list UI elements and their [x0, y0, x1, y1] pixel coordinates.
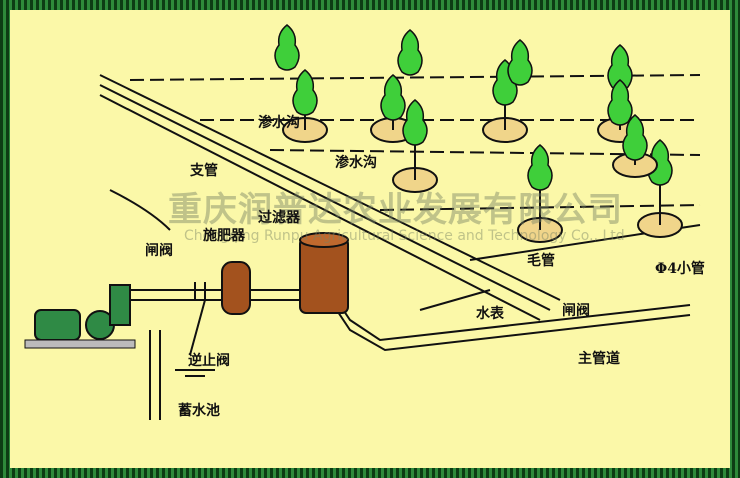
label-seepage-ditch: 渗水沟: [258, 115, 300, 131]
plant-icon: [402, 99, 428, 146]
plant-icon: [397, 29, 423, 76]
pump-icon: [24, 284, 136, 349]
suction-pipe: [149, 330, 161, 420]
branch-pipe: [99, 94, 541, 321]
label-main-pipe: 主管道: [578, 351, 620, 367]
plant-icon: [527, 144, 553, 191]
main-pipe: [115, 289, 691, 342]
lateral-line: [269, 149, 701, 156]
fertilizer-tank-icon: [221, 261, 251, 315]
gate-valve-mark: [194, 282, 206, 300]
watermark-english: Chongqing Runpu Agricultural Science and…: [184, 228, 625, 244]
plant-icon: [607, 79, 633, 126]
plant-icon: [507, 39, 533, 86]
watermark-chinese: 重庆润普达农业发展有限公司: [168, 190, 623, 230]
label-gate-valve: 闸阀: [145, 243, 173, 259]
label-branch-pipe: 支管: [190, 163, 218, 179]
filter-tank-icon: [299, 232, 349, 314]
plant-icon: [292, 69, 318, 116]
label-filter: 过滤器: [258, 210, 300, 226]
label-fertilizer-applicator: 施肥器: [203, 228, 245, 244]
main-pipe: [115, 299, 691, 352]
branch-pipe: [99, 84, 551, 311]
leader: [189, 299, 206, 356]
leader: [419, 289, 491, 311]
label-gate-valve: 闸阀: [562, 303, 590, 319]
reservoir-line: [175, 369, 215, 377]
plant-icon: [622, 114, 648, 161]
label-reservoir: 蓄水池: [178, 403, 220, 419]
lateral-line: [129, 74, 701, 81]
label-check-valve: 逆止阀: [188, 353, 230, 369]
label-water-meter: 水表: [476, 306, 504, 322]
label-capillary-pipe: 毛管: [527, 253, 555, 269]
plant-icon: [380, 74, 406, 121]
label-seepage-ditch: 渗水沟: [335, 155, 377, 171]
branch-pipe: [99, 74, 561, 301]
plant-icon: [274, 24, 300, 71]
label-small-pipe: Φ4小管: [655, 261, 705, 277]
